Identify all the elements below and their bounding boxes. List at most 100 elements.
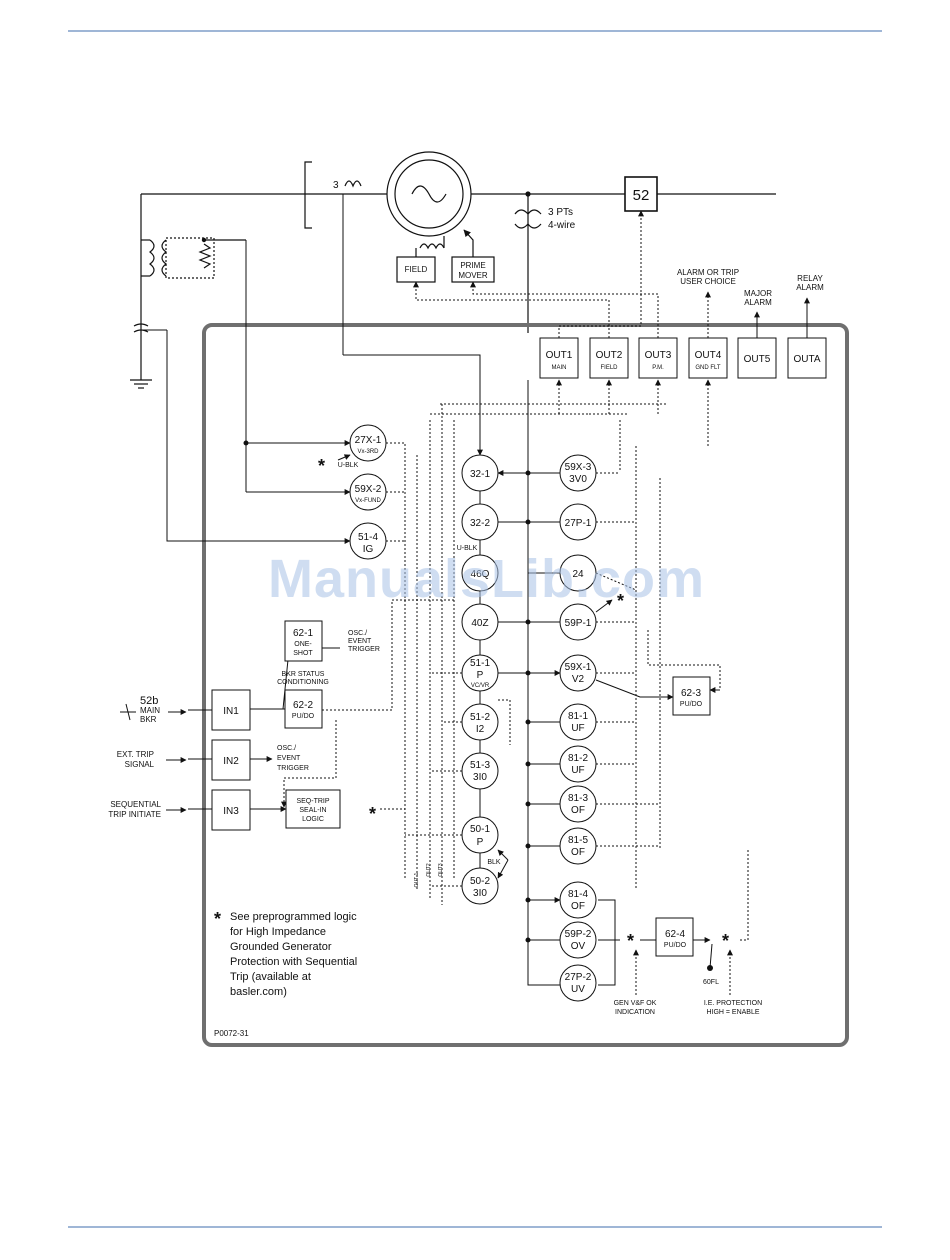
output-sub: GND FLT [695,365,721,371]
block-seq-trip [285,789,341,829]
main-bkr-label-1: 52b [140,695,158,707]
seq-trip-label-2: TRIP INITIATE [108,810,161,819]
e513-sub: 3I0 [473,772,487,783]
e27p1-label: 27P-1 [565,518,592,529]
relay-alarm-label-1: RELAY [797,274,823,283]
output-labels: ALARM OR TRIP USER CHOICE MAJOR ALARM RE… [677,268,824,307]
out1-bus-label: OUT 1 [414,872,420,887]
e815-label: 81-5 [568,835,588,846]
seq-logic-1: SEQ-TRIP [296,798,329,805]
e46q-label: 46Q [471,569,490,580]
e322-label: 32-2 [470,518,490,529]
osc-trigger-1-a: OSC./ [348,630,367,637]
gen-vsf-1: GEN V&F OK [614,1000,657,1007]
e27p2-label: 27P-2 [565,972,592,983]
block-62-1-sub-1: ONE- [294,641,312,648]
e512-sub: I2 [476,724,485,735]
e514-sub: IG [363,544,374,555]
block-62-4-label: 62-4 [665,929,685,940]
note-line-1: See preprogrammed logic [230,911,357,923]
e27x1-label: 27X-1 [355,435,382,446]
star-27x: * [318,456,325,476]
prime-mover-label-1: PRIME [460,261,485,270]
e501-sub: P [477,837,484,848]
watermark: ManualsLib.com [268,549,706,609]
ublk-label-1: U-BLK [338,462,359,469]
osc-trigger-2-a: OSC./ [277,745,296,752]
major-alarm-label-2: ALARM [744,298,772,307]
e511-p: P [477,670,484,681]
bkr-status-1: BKR STATUS [282,671,325,678]
block-62-4-sub: PU/DO [664,942,687,949]
block-62-3 [672,676,711,716]
alarm-trip-label-1: ALARM OR TRIP [677,268,739,277]
e59x1-sub: V2 [572,674,585,685]
in1-box [211,689,251,731]
neutral-bracket [304,161,312,229]
prime-mover-label-2: MOVER [458,271,488,280]
block-62-2-label: 62-2 [293,700,313,711]
breaker-label: 52 [633,187,650,204]
left-elements [349,424,387,560]
ext-trip-label-2: SIGNAL [125,760,155,769]
e27x1-sub: Vx-3RD [357,449,379,455]
resistor-icon [198,243,212,269]
field-label: FIELD [405,265,428,274]
center-elements [461,454,499,905]
block-62-3-label: 62-3 [681,688,701,699]
input-labels: IN1 IN2 IN3 52b MAIN BKR EXT. TRIP SIGNA… [108,695,239,819]
element-59x-1 [559,654,597,692]
out3-bus-label: OUT3 [438,863,444,877]
star-gen: * [627,931,634,951]
output-wiring [141,194,810,995]
e811-label: 81-1 [568,711,588,722]
blk-label: BLK [487,859,501,866]
element-81-4 [559,881,597,919]
output-name: OUT5 [744,354,771,365]
main-bkr-label-3: BKR [140,715,157,724]
pt-label-2: 4-wire [548,220,576,231]
e59p1-label: 59P-1 [565,618,592,629]
output-out3: OUT3 P.M. [638,337,678,379]
relay-alarm-label-2: ALARM [796,283,824,292]
in3-label: IN3 [223,806,239,817]
note-text: See preprogrammed logic for High Impedan… [230,911,357,998]
e501-label: 50-1 [470,824,490,835]
e59p2-label: 59P-2 [565,929,592,940]
bkr-status-2: CONDITIONING [277,679,329,686]
block-62-1-sub-2: SHOT [293,650,313,657]
main-bkr-label-2: MAIN [140,706,160,715]
e511-label: 51-1 [470,658,490,669]
output-name: OUT4 [695,350,722,361]
e502-label: 50-2 [470,876,490,887]
left-element-wiring [337,442,406,542]
element-59p-2 [559,921,597,959]
grounding-transformer-icon [149,239,155,277]
ext-trip-label-1: EXT. TRIP [117,750,154,759]
power-system [130,151,776,389]
e321-label: 32-1 [470,469,490,480]
e59x3-label: 59X-3 [565,462,592,473]
e514-label: 51-4 [358,532,378,543]
output-out2: OUT2 FIELD [589,337,629,379]
e814-sub: OF [571,901,585,912]
e812-label: 81-2 [568,753,588,764]
input-boxes [211,620,711,957]
seq-logic-3: LOGIC [302,816,324,823]
ie-protection-2: HIGH = ENABLE [706,1009,759,1016]
in1-label: IN1 [223,706,239,717]
element-81-5 [559,827,597,865]
element-51-3 [461,752,499,790]
left-element-labels: 27X-1 Vx-3RD 59X-2 Vx-FUND 51-4 IG [355,435,382,555]
block-62-4 [655,917,694,957]
in3-box [211,789,251,831]
major-alarm-label-1: MAJOR [744,289,772,298]
center-element-labels: 32-1 32-2 46Q 40Z 51-1 P VC/VR 51-2 I2 5… [470,469,490,899]
right-element-labels: 59X-3 3V0 27P-1 24 59P-1 59X-1 V2 81-1 U… [565,462,592,995]
output-name: OUT2 [596,350,623,361]
phase-ct-icon [344,180,362,188]
output-sub: MAIN [552,365,567,371]
e815-sub: OF [571,847,585,858]
ublk-label-2: U-BLK [457,545,478,552]
